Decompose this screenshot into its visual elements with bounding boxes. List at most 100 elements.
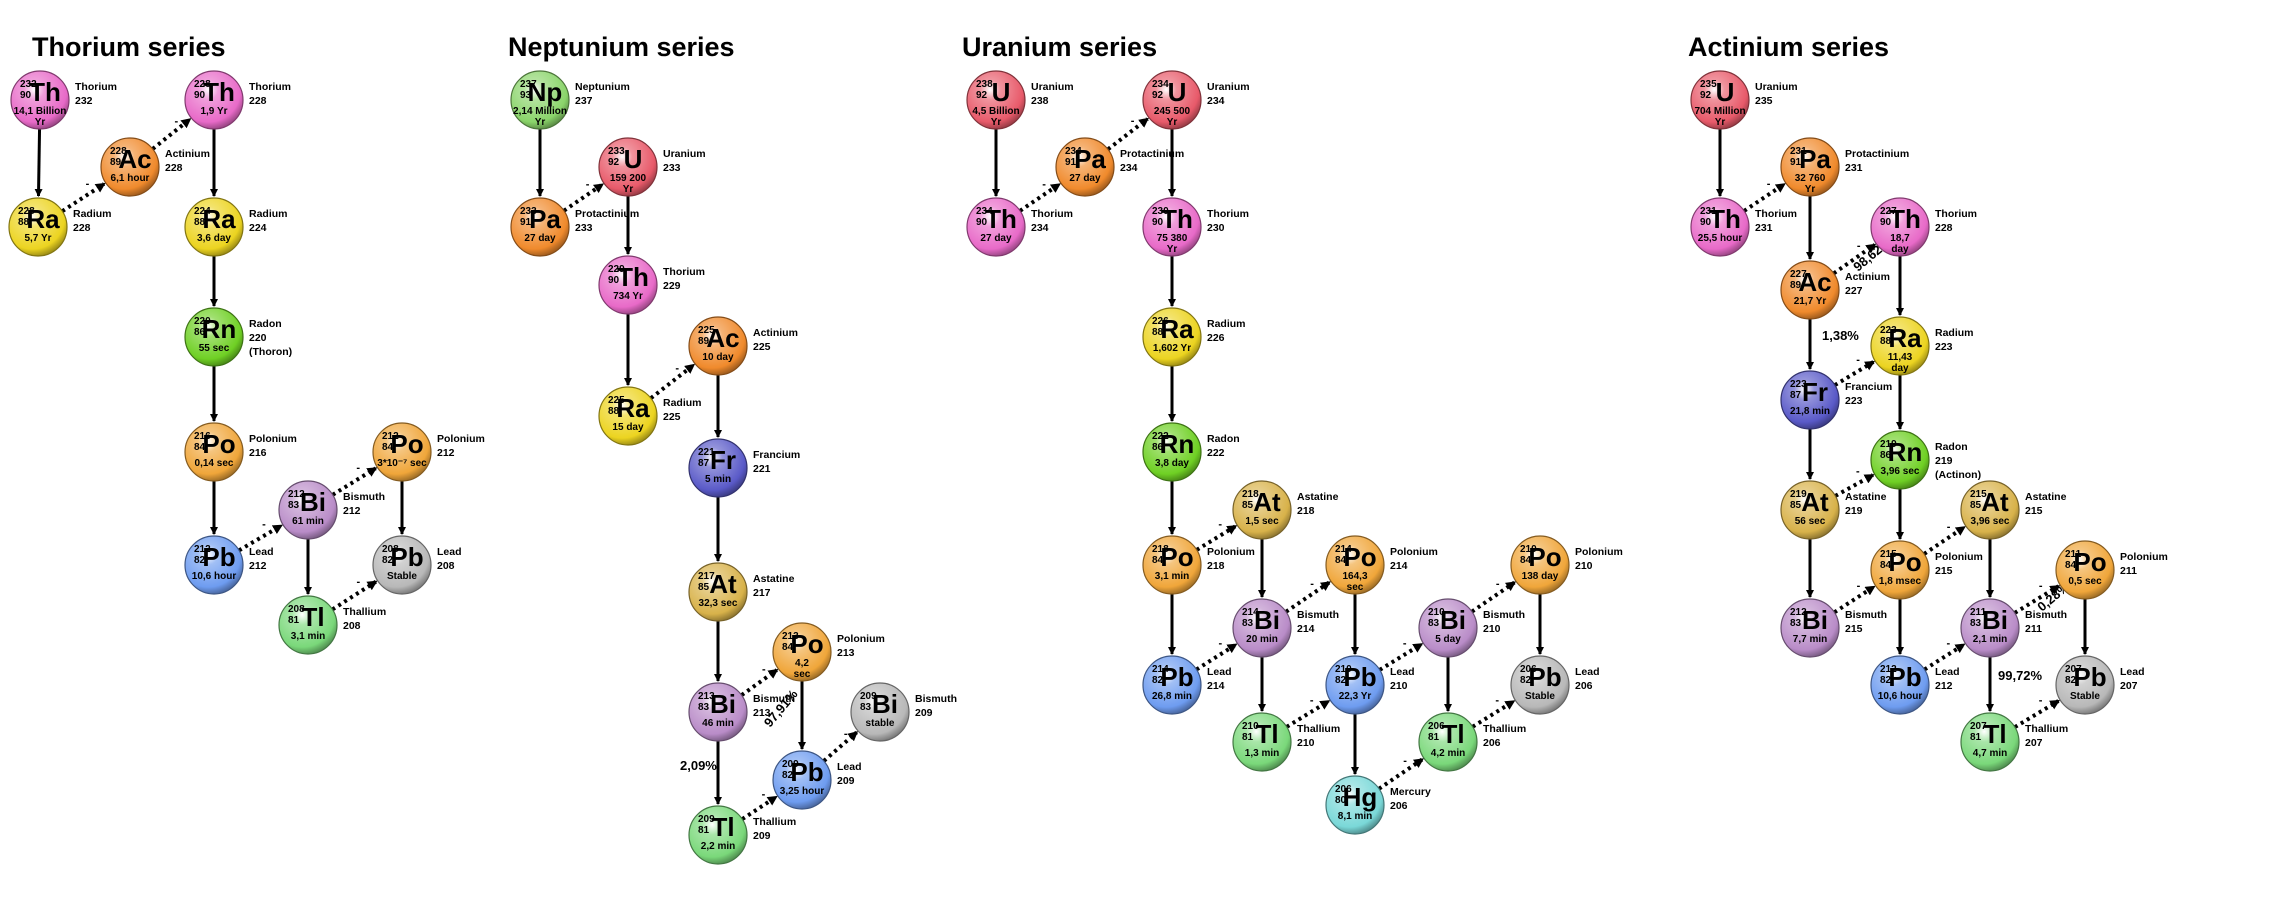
half-life: 5 min [705,474,731,485]
mass-number: 233 [520,206,537,217]
mass-number: 234 [976,206,993,217]
half-life: 0,5 sec [2068,576,2102,587]
half-life: 18,7 [1890,233,1910,244]
half-life: 1,8 msec [1879,576,1922,587]
element-name-mass: 224 [249,222,267,234]
half-life-unit: sec [794,669,811,680]
nuclide-sphere [372,535,432,595]
beta-decay-arrow-bi214-po214 [1284,580,1331,614]
nuclide-sphere [1870,655,1930,715]
nuclide-sphere [1325,775,1385,835]
element-symbol: Ra [26,204,60,234]
element-name-mass: 212 [1935,680,1953,692]
mass-number: 215 [1880,549,1897,560]
half-life: stable [866,718,895,729]
element-name: Mercury [1390,786,1431,798]
mass-number: 212 [1790,607,1807,618]
nuclide-sphere [1142,535,1202,595]
beta-minus-label: - [2039,580,2043,592]
half-life: 5,7 Yr [24,233,51,244]
atomic-number: 91 [1065,157,1077,168]
beta-minus-label: - [86,178,90,190]
element-name-mass: 206 [1483,737,1501,749]
element-name: Actinium [1845,271,1890,283]
mass-number: 233 [608,146,625,157]
nuclide-sphere [184,307,244,367]
atomic-number: 88 [1152,327,1164,338]
atomic-number: 85 [698,582,710,593]
element-name: Thorium [1935,208,1977,220]
beta-decay-arrow-pb211-bi211 [1923,642,1966,672]
nuclide-sphere [966,197,1026,257]
atomic-number: 89 [698,336,710,347]
atomic-number: 92 [1152,90,1164,101]
branching-percent-label: 1,38% [1822,328,1859,343]
beta-decay-arrow-tl206-pb206 [1471,699,1516,729]
beta-minus-label: - [844,728,848,740]
mass-number: 230 [1152,206,1169,217]
nuclide-sphere [510,197,570,257]
half-life: 2,14 Million [513,106,567,117]
beta-decay-arrow-hg206-tl206 [1377,757,1424,791]
element-symbol: At [709,569,737,599]
half-life: 10 day [702,352,734,363]
mass-number: 223 [1880,325,1897,336]
nuclide-sphere [1690,197,1750,257]
element-name-mass: 206 [1390,800,1408,812]
element-name: Francium [753,449,800,461]
element-symbol: Po [1160,542,1193,572]
mass-number: 235 [1700,79,1717,90]
half-life: 75 380 [1157,233,1188,244]
atomic-number: 83 [698,702,710,713]
mass-number: 212 [382,431,399,442]
series-title-uranium: Uranium series [962,32,1158,62]
element-symbol: U [1716,77,1735,107]
element-name-mass: 234 [1031,222,1049,234]
beta-decay-arrow-bi212-po212 [331,466,378,497]
element-name: Thorium [1031,208,1073,220]
beta-minus-label: - [1947,521,1951,533]
beta-minus-label: - [1403,755,1407,767]
element-name: Uranium [1207,81,1250,93]
element-name: Astatine [753,573,795,585]
element-symbol: Pb [1343,662,1376,692]
nuclide-sphere [278,595,338,655]
nuclide-sphere [1418,712,1478,772]
half-life: 10,6 hour [1878,691,1923,702]
atomic-number: 88 [608,406,620,417]
element-name-mass: 226 [1207,332,1225,344]
half-life: 10,6 hour [192,571,237,582]
element-name-mass: 218 [1207,560,1225,572]
half-life: 27 day [524,233,556,244]
element-name-mass: 232 [75,95,93,107]
element-name: Thallium [1483,723,1526,735]
half-life: 1,3 min [1245,748,1279,759]
mass-number: 210 [1335,664,1352,675]
half-life: 8,1 min [1338,811,1372,822]
mass-number: 231 [1790,146,1807,157]
beta-decay-arrow-ra225-ac225 [649,363,696,400]
element-name: Bismuth [753,693,795,705]
element-symbol: Ra [1160,314,1194,344]
half-life-unit: Yr [1167,244,1178,255]
element-name: Bismuth [343,491,385,503]
beta-decay-arrow-pb214-bi214 [1195,642,1238,672]
half-life-unit: day [1891,244,1909,255]
